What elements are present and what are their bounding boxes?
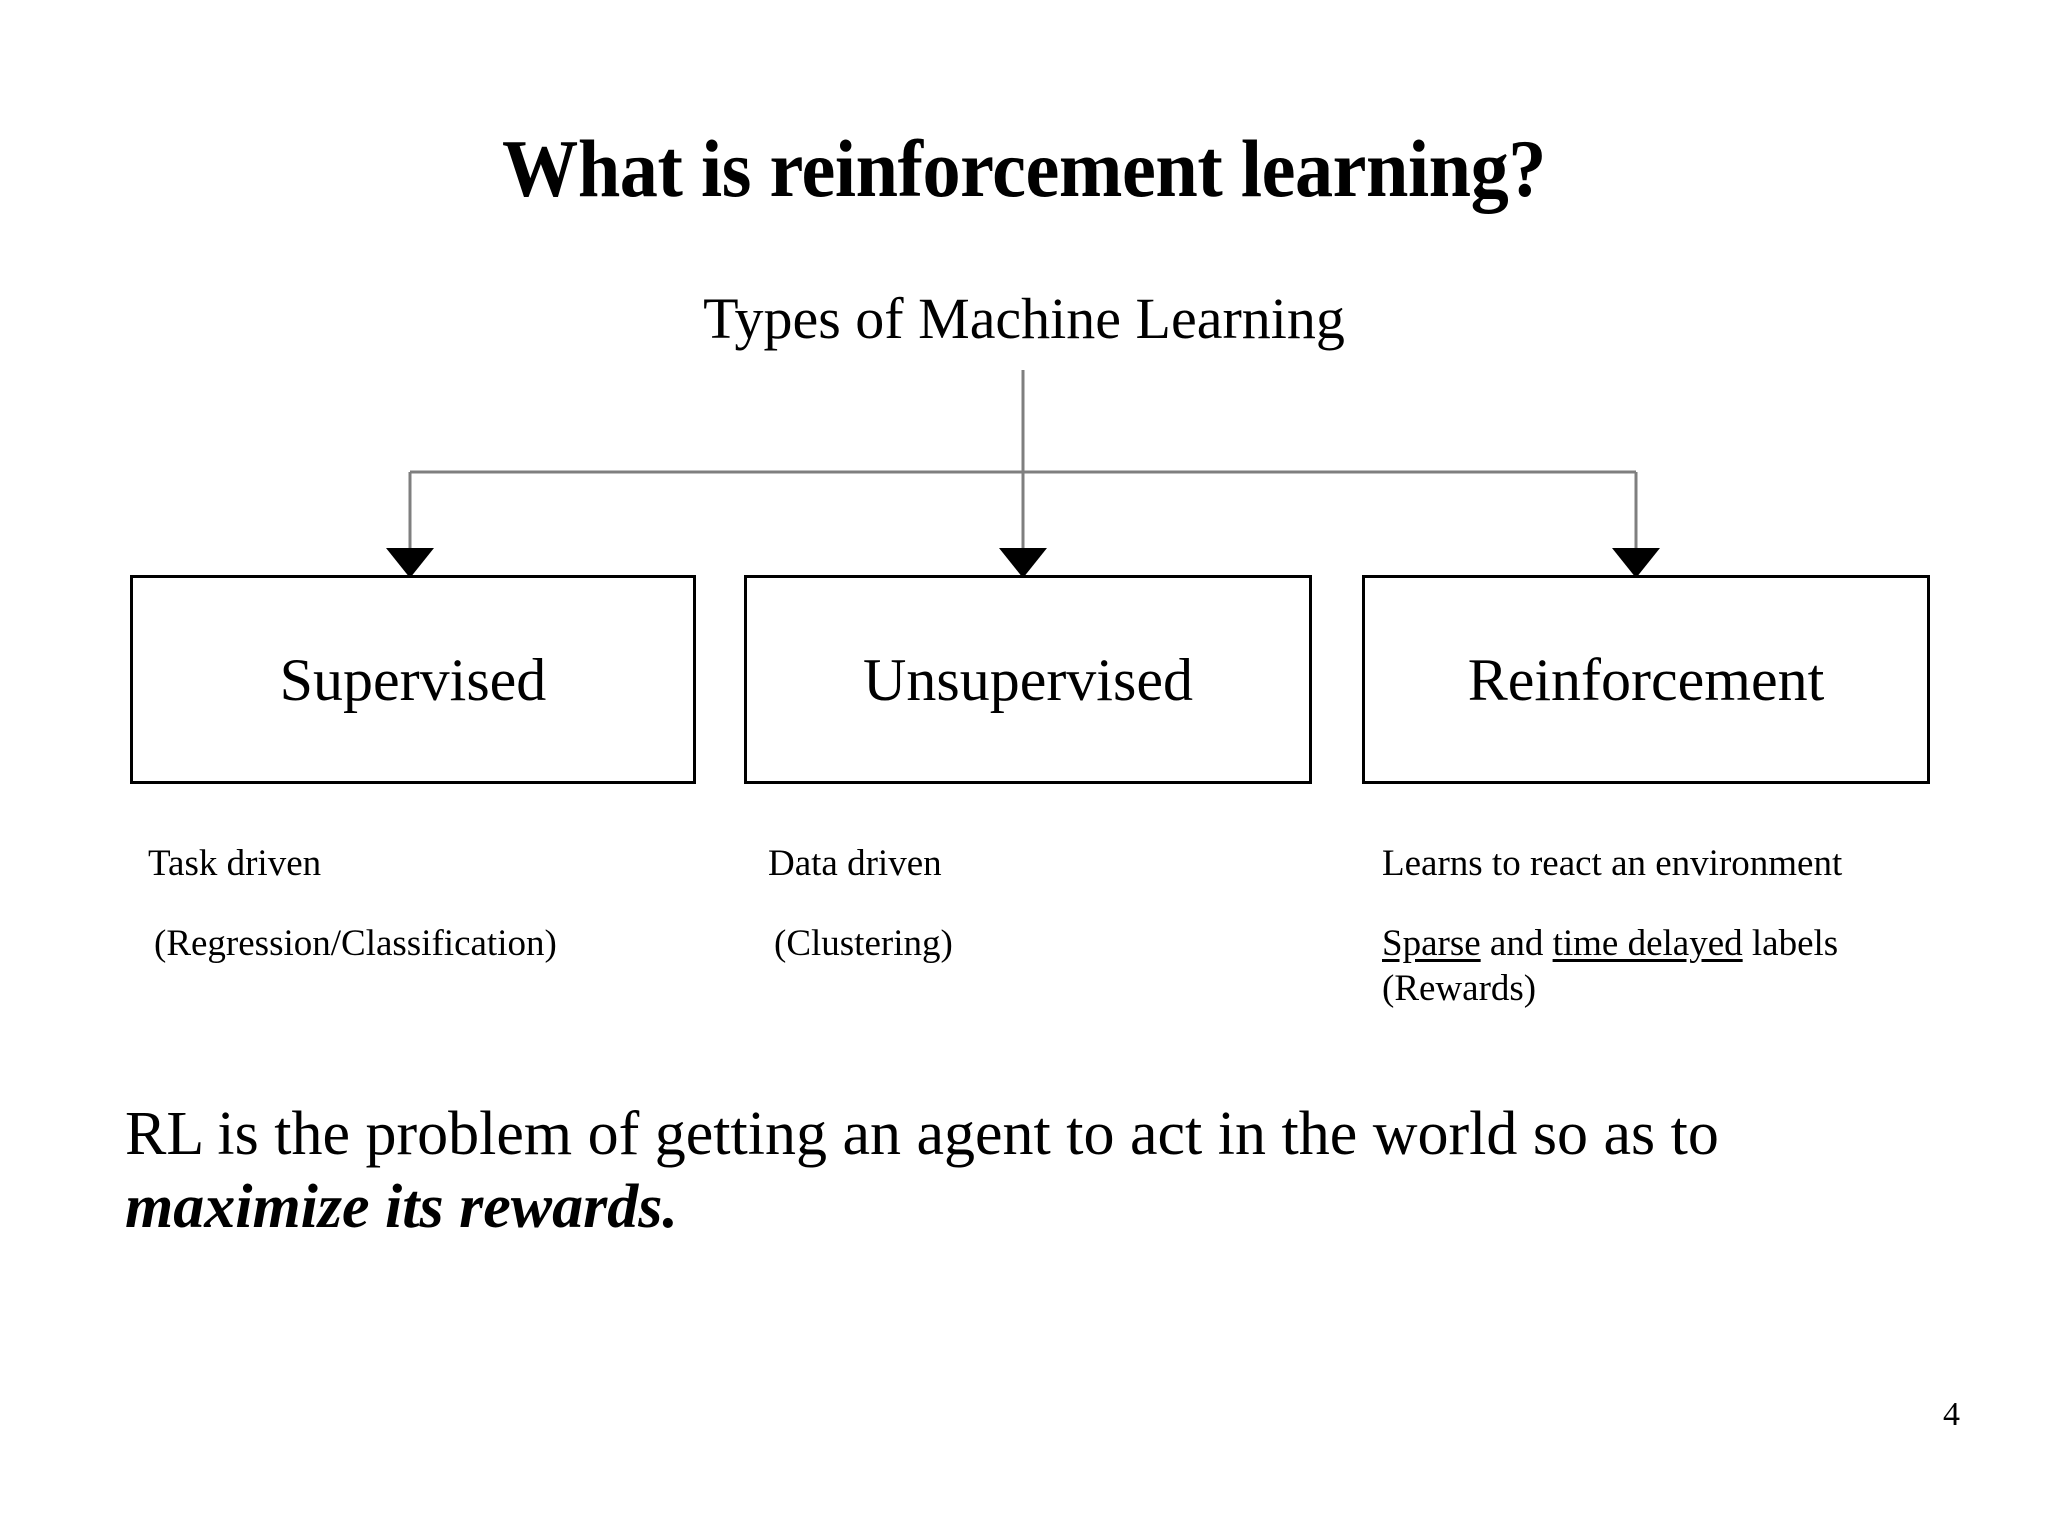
caption-reinforcement-line-2: Sparse and time delayed labels	[1382, 925, 2002, 962]
caption-unsupervised-line-2: (Clustering)	[774, 923, 953, 964]
arrowhead-supervised	[386, 548, 434, 578]
diagram-node-unsupervised: Unsupervised	[744, 575, 1312, 784]
caption-reinforcement-conjunction: and	[1480, 923, 1553, 964]
diagram-node-reinforcement: Reinforcement	[1362, 575, 1930, 784]
arrowhead-unsupervised	[999, 548, 1047, 578]
arrowhead-reinforcement	[1612, 548, 1660, 578]
caption-unsupervised-line-1: Data driven	[768, 843, 942, 884]
summary-line-2-emphasis: maximize its rewards.	[125, 1173, 678, 1242]
diagram-node-label-supervised: Supervised	[279, 646, 547, 713]
diagram-root-label: Types of Machine Learning	[703, 286, 1345, 351]
summary-line-1: RL is the problem of getting an agent to…	[125, 1100, 1719, 1168]
diagram-caption-unsupervised: Data driven (Clustering)	[768, 845, 1188, 962]
caption-supervised-line-1: Task driven	[148, 843, 322, 884]
caption-reinforcement-line-1: Learns to react an environment	[1382, 843, 1843, 884]
caption-supervised-line-2: (Regression/Classification)	[154, 923, 557, 964]
diagram-node-label-unsupervised: Unsupervised	[863, 646, 1193, 713]
caption-reinforcement-time-delayed-term: time delayed	[1552, 923, 1743, 964]
diagram-node-label-reinforcement: Reinforcement	[1467, 646, 1825, 713]
diagram-node-supervised: Supervised	[130, 575, 696, 784]
summary-paragraph: RL is the problem of getting an agent to…	[125, 1098, 1955, 1244]
caption-reinforcement-line-3: (Rewards)	[1382, 968, 1537, 1009]
caption-reinforcement-sparse-term: Sparse	[1382, 923, 1481, 964]
caption-reinforcement-labels-term: labels	[1742, 923, 1839, 964]
diagram-caption-supervised: Task driven (Regression/Classification)	[148, 845, 768, 962]
diagram-caption-reinforcement: Learns to react an environment Sparse an…	[1382, 845, 2002, 1007]
page-title: What is reinforcement learning?	[502, 123, 1546, 214]
page-number: 4	[1943, 1396, 1960, 1433]
